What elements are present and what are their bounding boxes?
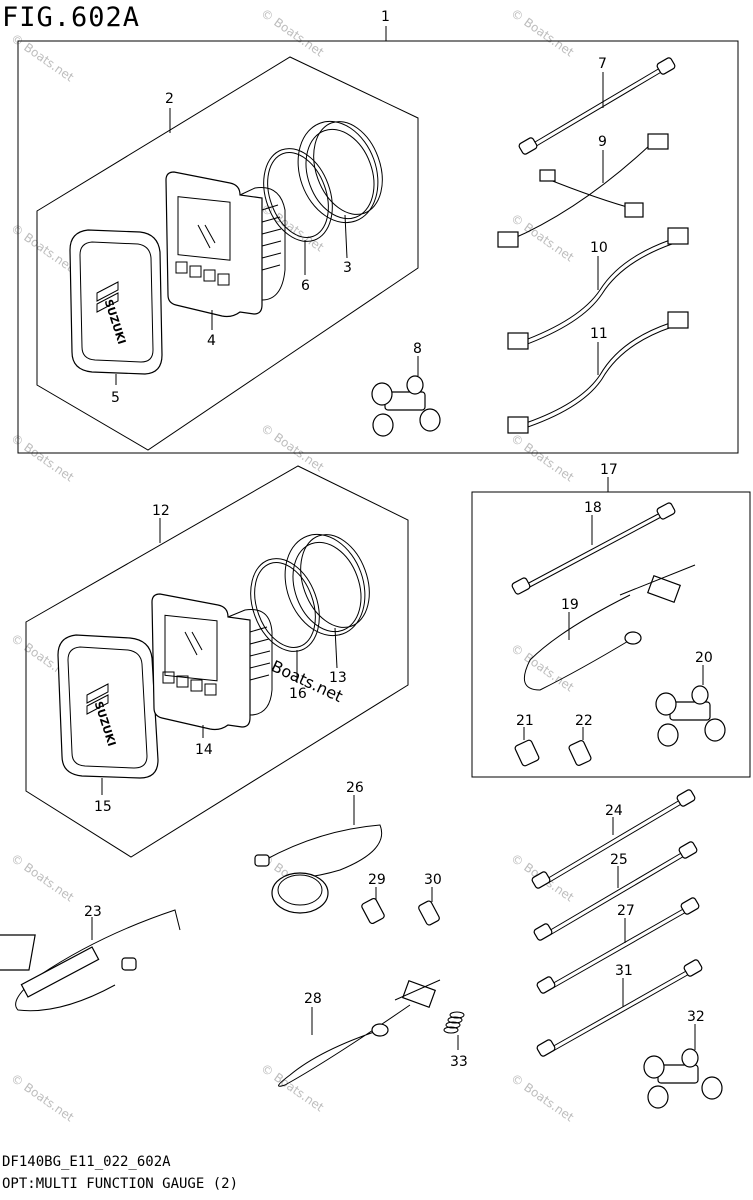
callout-18: 18 <box>584 500 602 516</box>
part-6-oring <box>263 148 333 242</box>
callout-12: 12 <box>152 503 170 519</box>
callout-4: 4 <box>207 333 216 349</box>
part-26-gps <box>254 824 382 914</box>
callout-11: 11 <box>590 326 608 342</box>
figure-title: FIG.602A <box>2 2 141 33</box>
callout-32: 32 <box>687 1009 705 1025</box>
callout-6: 6 <box>301 278 310 294</box>
group-17-frame <box>471 477 751 778</box>
callout-20: 20 <box>695 650 713 666</box>
watermark: © Boats.net <box>8 431 76 485</box>
callout-25: 25 <box>610 852 628 868</box>
part-28-sensor-cable <box>278 979 441 1087</box>
part-8-tee <box>371 375 441 437</box>
callout-16: 16 <box>289 686 307 702</box>
part-11-harness <box>507 311 689 434</box>
watermark: © Boats.net <box>258 201 326 255</box>
callout-7: 7 <box>598 56 607 72</box>
part-30-terminator <box>418 900 440 926</box>
watermark: © Boats.net <box>508 431 576 485</box>
callout-30: 30 <box>424 872 442 888</box>
watermark: © Boats.net <box>258 1061 326 1115</box>
part-14-gauge <box>151 593 273 731</box>
watermark: © Boats.net <box>508 1071 576 1125</box>
callout-28: 28 <box>304 991 322 1007</box>
part-33-spring <box>443 1011 465 1034</box>
part-20-tee <box>655 685 726 747</box>
callout-13: 13 <box>329 670 347 686</box>
callout-21: 21 <box>516 713 534 729</box>
callout-1: 1 <box>381 9 390 25</box>
callout-26: 26 <box>346 780 364 796</box>
part-13-nut <box>284 533 370 637</box>
callout-24: 24 <box>605 803 623 819</box>
callout-8: 8 <box>413 341 422 357</box>
part-15-bezel: SUZUKI <box>57 634 159 779</box>
part-21-terminator <box>514 739 540 767</box>
callout-2: 2 <box>165 91 174 107</box>
diagram-caption: OPT:MULTI FUNCTION GAUGE (2) <box>2 1176 239 1192</box>
part-5-bezel: SUZUKI <box>69 229 163 375</box>
callout-15: 15 <box>94 799 112 815</box>
watermark: © Boats.net <box>8 221 76 275</box>
callout-33: 33 <box>450 1054 468 1070</box>
watermark: © Boats.net <box>8 31 76 85</box>
part-16-oring <box>250 558 320 652</box>
callout-3: 3 <box>343 260 352 276</box>
callout-31: 31 <box>615 963 633 979</box>
part-24-cable <box>531 789 696 889</box>
part-19-sensor-cable <box>523 564 696 691</box>
watermark: © Boats.net <box>508 6 576 60</box>
group-12-frame <box>25 465 409 858</box>
part-31-cable <box>536 959 703 1057</box>
part-18-cable <box>511 502 676 595</box>
watermark: © Boats.net <box>8 1071 76 1125</box>
part-27-cable <box>536 897 700 994</box>
callout-10: 10 <box>590 240 608 256</box>
callout-14: 14 <box>195 742 213 758</box>
part-10-harness <box>507 227 689 350</box>
part-3-nut <box>297 120 383 224</box>
part-25-cable <box>533 841 698 941</box>
callout-29: 29 <box>368 872 386 888</box>
part-9-harness <box>497 133 669 248</box>
part-32-tee <box>643 1048 723 1109</box>
callout-19: 19 <box>561 597 579 613</box>
part-29-terminator <box>361 897 385 925</box>
part-7-cable <box>518 57 676 155</box>
callout-27: 27 <box>617 903 635 919</box>
callout-22: 22 <box>575 713 593 729</box>
part-23-sensor <box>0 909 181 1012</box>
diagram-code: DF140BG_E11_022_602A <box>2 1154 171 1170</box>
part-4-gauge <box>165 171 286 318</box>
watermark: © Boats.net <box>258 6 326 60</box>
part-22-terminator <box>568 740 592 766</box>
callout-9: 9 <box>598 134 607 150</box>
watermark: © Boats.net <box>258 421 326 475</box>
callout-23: 23 <box>84 904 102 920</box>
callouts: 1 2 3 4 5 6 7 8 9 10 11 12 13 14 15 16 1… <box>84 9 713 1070</box>
group-1-frame <box>17 26 739 454</box>
group-2-frame <box>36 56 419 451</box>
callout-17: 17 <box>600 462 618 478</box>
callout-5: 5 <box>111 390 120 406</box>
watermark: © Boats.net <box>8 851 76 905</box>
